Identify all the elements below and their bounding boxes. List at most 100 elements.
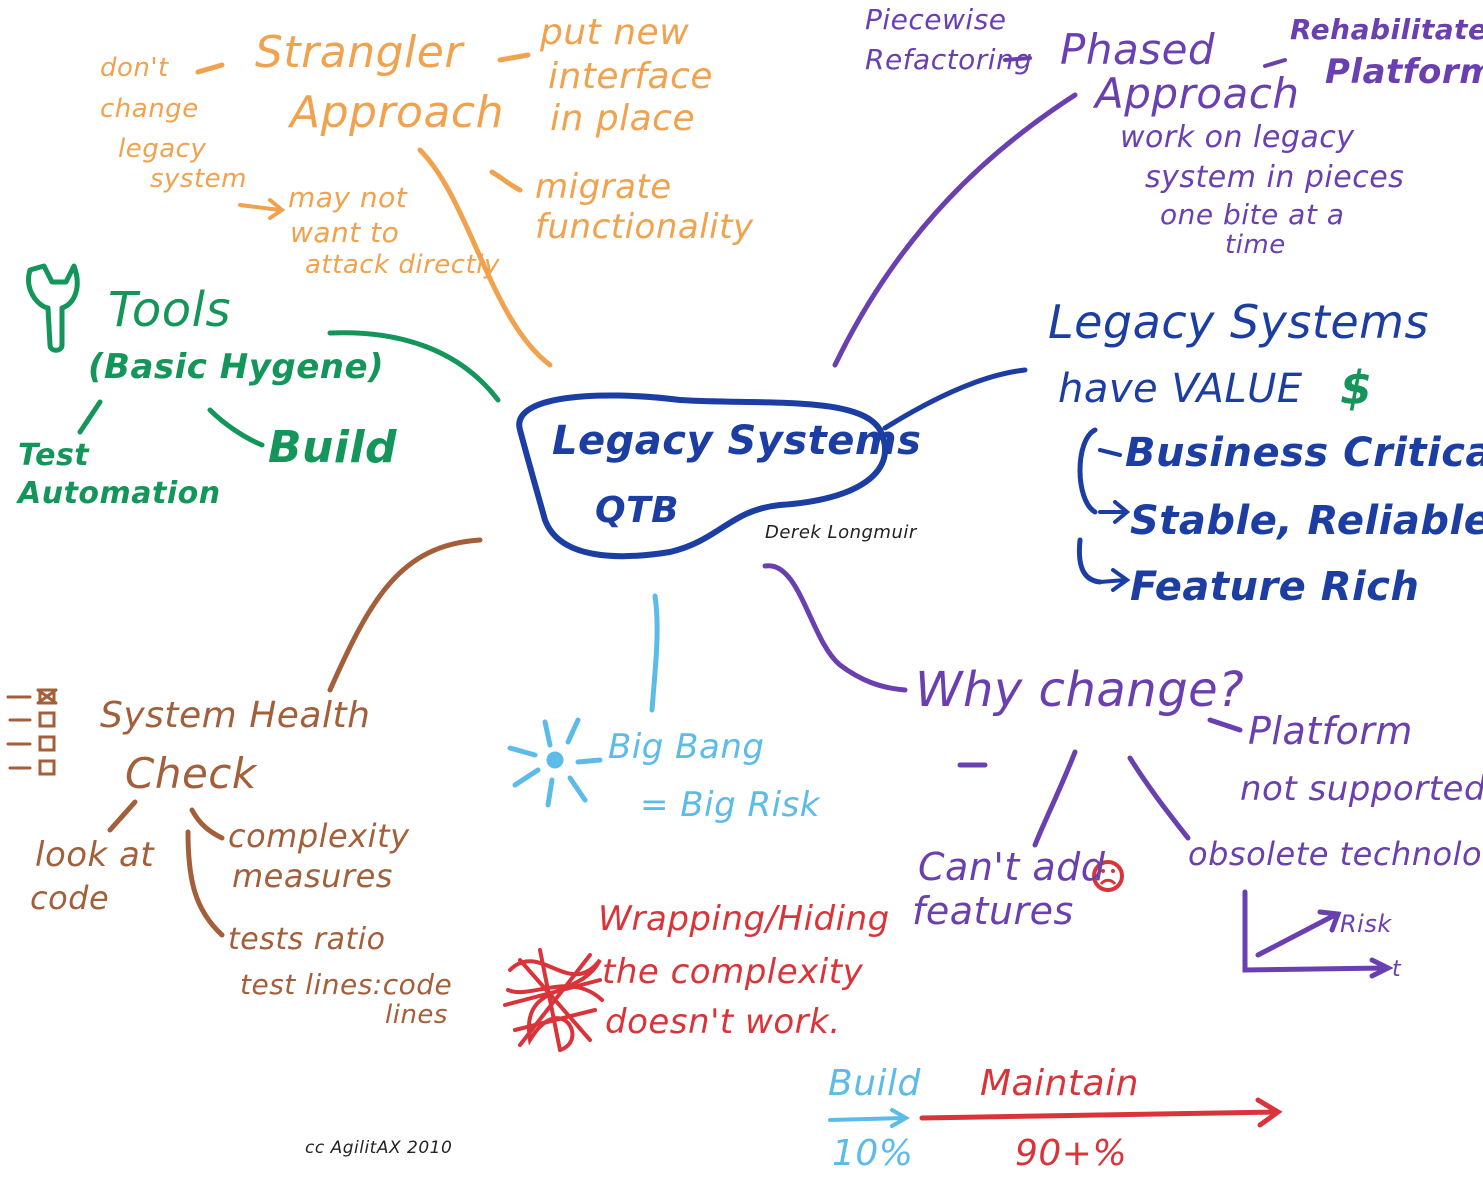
- health-title-1: System Health: [100, 695, 371, 736]
- piecewise-dash: [1003, 56, 1032, 62]
- why-title: Why change?: [915, 662, 1245, 718]
- phased-work-4: time: [1225, 230, 1286, 260]
- health-branch-look: [107, 799, 138, 833]
- maintain-arrow: [919, 1097, 1283, 1128]
- lifecycle-build-percent: 10%: [832, 1133, 914, 1174]
- piecewise-line-2: Refactoring: [865, 43, 1033, 76]
- strangler-right-1: put new: [540, 12, 690, 53]
- wrapping-line-3: doesn't work.: [605, 1002, 841, 1042]
- wrapping-line-2: the complexity: [602, 952, 864, 992]
- wrench-icon: [26, 263, 80, 353]
- tools-connector: [327, 330, 501, 403]
- value-item-feature-rich: Feature Rich: [1130, 564, 1420, 610]
- tools-build: Build: [268, 422, 398, 473]
- strangler-left-3: legacy: [118, 134, 207, 164]
- rehab-dash: [1263, 58, 1287, 68]
- risk-graph-time-label: t: [1392, 957, 1402, 982]
- tools-branch-left: [77, 399, 103, 435]
- health-look-line-2: code: [30, 879, 110, 917]
- health-connector: [327, 537, 483, 693]
- may-not-arrow: [238, 198, 286, 220]
- health-branch-complexity: [189, 807, 225, 841]
- value-arrows: [1098, 448, 1131, 592]
- rehab-line-1: Rehabilitate: [1290, 13, 1483, 46]
- why-platform-line-1: Platform: [1248, 709, 1413, 753]
- value-connector: [882, 367, 1028, 431]
- strangler-title-2: Approach: [290, 87, 505, 138]
- tools-branch-right: [207, 407, 265, 448]
- why-cant-line-2: features: [912, 889, 1074, 933]
- author-signature: Derek Longmuir: [765, 522, 917, 543]
- strangler-connector: [417, 147, 553, 368]
- credit-text: cc AgilitAX 2010: [305, 1138, 453, 1158]
- tools-subtitle: (Basic Hygene): [88, 347, 385, 387]
- why-branch-platform: [1207, 717, 1243, 733]
- value-title-2: have VALUE: [1058, 366, 1303, 412]
- lifecycle-maintain: Maintain: [980, 1063, 1139, 1104]
- value-dollar: $: [1340, 361, 1373, 415]
- health-complexity-line-2: measures: [232, 857, 393, 895]
- migrate-line-2: functionality: [535, 207, 754, 247]
- health-complexity-line-1: complexity: [228, 817, 410, 855]
- bigbang-line-1: Big Bang: [608, 727, 765, 767]
- center-subtitle: QTB: [595, 490, 680, 531]
- health-lines-2: lines: [385, 1000, 448, 1030]
- may-not-line-2: want to: [290, 216, 400, 249]
- checklist-icon: [6, 688, 58, 776]
- health-title-2: Check: [125, 749, 257, 798]
- phased-connector: [832, 92, 1078, 368]
- build-arrow: [828, 1108, 911, 1128]
- piecewise-line-1: Piecewise: [865, 3, 1007, 36]
- risk-graph-label: Risk: [1340, 910, 1392, 938]
- explosion-icon: [507, 717, 603, 808]
- bigbang-connector: [649, 593, 660, 713]
- may-not-line-1: may not: [288, 181, 408, 214]
- wrapping-line-1: Wrapping/Hiding: [598, 899, 890, 939]
- value-title-1: Legacy Systems: [1048, 295, 1429, 349]
- phased-title-1: Phased: [1060, 25, 1216, 74]
- strangler-dash-left: [195, 62, 225, 75]
- central-blob: [516, 392, 888, 560]
- bigbang-line-2: = Big Risk: [640, 785, 820, 825]
- rehab-line-2: Platform: [1325, 52, 1483, 92]
- strangler-right-3: in place: [550, 98, 696, 139]
- strangler-dash-right: [497, 52, 531, 63]
- tools-title: Tools: [108, 282, 231, 338]
- strangler-left-2: change: [100, 94, 199, 124]
- risk-graph-axes: [1242, 889, 1394, 979]
- phased-work-2: system in pieces: [1145, 160, 1405, 195]
- health-look-line-1: look at: [35, 835, 155, 875]
- strangler-title-1: Strangler: [255, 27, 463, 78]
- risk-graph-line: [1255, 909, 1342, 958]
- scribble-icon: [503, 948, 604, 1052]
- lifecycle-maintain-percent: 90+%: [1015, 1133, 1128, 1174]
- why-connector: [762, 563, 908, 693]
- phased-title-2: Approach: [1095, 69, 1300, 118]
- tools-test-line-1: Test: [18, 438, 90, 473]
- health-lines-1: test lines:code: [240, 968, 453, 1001]
- health-tests-ratio: tests ratio: [228, 922, 386, 957]
- may-not-line-3: attack directly: [305, 250, 500, 280]
- why-branch-obsolete: [1127, 755, 1191, 841]
- value-item-stable: Stable, Reliable: [1130, 498, 1483, 544]
- health-branch-tests: [185, 829, 225, 938]
- phased-work-3: one bite at a: [1160, 198, 1345, 231]
- value-item-business-critical: Business Critical: [1125, 430, 1483, 476]
- center-title: Legacy Systems: [552, 418, 922, 464]
- strangler-right-2: interface: [548, 56, 714, 97]
- why-branch-cant: [1032, 749, 1078, 848]
- strangler-left-4: system: [150, 164, 247, 194]
- frown-face-icon: [1092, 860, 1124, 892]
- lifecycle-build: Build: [828, 1063, 921, 1104]
- strangler-left-1: don't: [100, 53, 169, 83]
- migrate-dash: [489, 169, 523, 193]
- why-obsolete: obsolete technology: [1188, 835, 1483, 873]
- tools-test-line-2: Automation: [18, 476, 221, 511]
- migrate-line-1: migrate: [535, 167, 672, 207]
- phased-work-1: work on legacy: [1120, 120, 1355, 155]
- why-cant-line-1: Can't add: [918, 845, 1106, 889]
- value-bracket: [1076, 427, 1103, 585]
- why-platform-line-2: not supported: [1240, 769, 1483, 809]
